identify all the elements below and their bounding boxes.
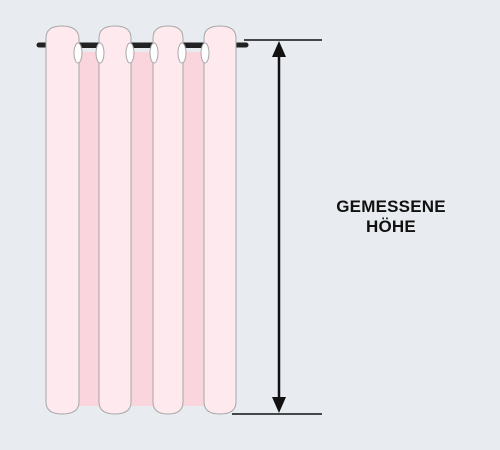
rod-segment (79, 43, 99, 48)
curtain-pleat (98, 25, 132, 415)
rod-segment (131, 43, 153, 48)
arrow-head-top (272, 41, 286, 57)
curtain-pleat (152, 25, 184, 415)
curtain-fold-back (131, 52, 153, 406)
eyelet-ring (200, 42, 210, 64)
curtain-pleat (203, 25, 237, 415)
curtain-fold-back (183, 52, 204, 406)
curtain-pleat (45, 25, 80, 415)
curtain-back-panels (79, 52, 204, 406)
double-headed-vertical-arrow-icon (272, 41, 286, 413)
rod-segment (183, 43, 204, 48)
eyelet-ring (73, 42, 83, 64)
eyelet-ring (95, 42, 105, 64)
measured-height-label-line2: HÖHE (366, 217, 416, 236)
curtain-front-pleats (45, 25, 237, 415)
measured-height-label: GEMESSENE HÖHE (318, 197, 464, 237)
eyelet-ring (125, 42, 135, 64)
eyelet-ring (149, 42, 159, 64)
curtain-fold-back (79, 52, 99, 406)
curtain-eyelets (73, 42, 210, 64)
eyelet-ring (177, 42, 187, 64)
arrow-head-bottom (272, 397, 286, 413)
measured-height-label-line1: GEMESSENE (336, 197, 446, 216)
